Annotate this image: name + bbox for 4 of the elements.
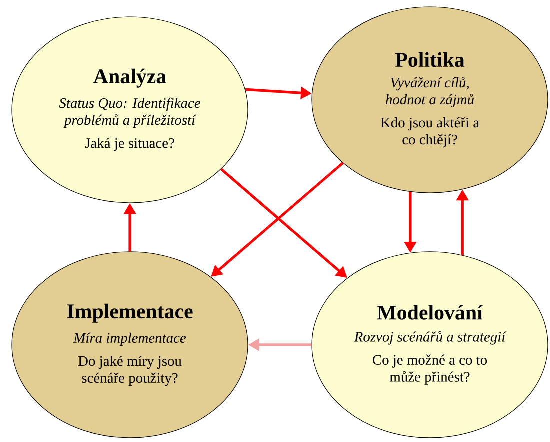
- ellipse-node: Politika Vyvážení cílů, hodnot a zájmů Kdo jsou aktéři a co chtějí?: [312, 6, 548, 194]
- ellipse-node: Implementace Míra implementace Do jaké míry jsou scénáře použity?: [12, 252, 248, 438]
- ellipse-node: Modelování Rozvoj scénářů a strategií Co je možné a co to může přinést?: [312, 252, 548, 438]
- ellipse-node: Analýza Status Quo: Identifikace problémů a příležitostí Jaká je situace?: [12, 16, 248, 204]
